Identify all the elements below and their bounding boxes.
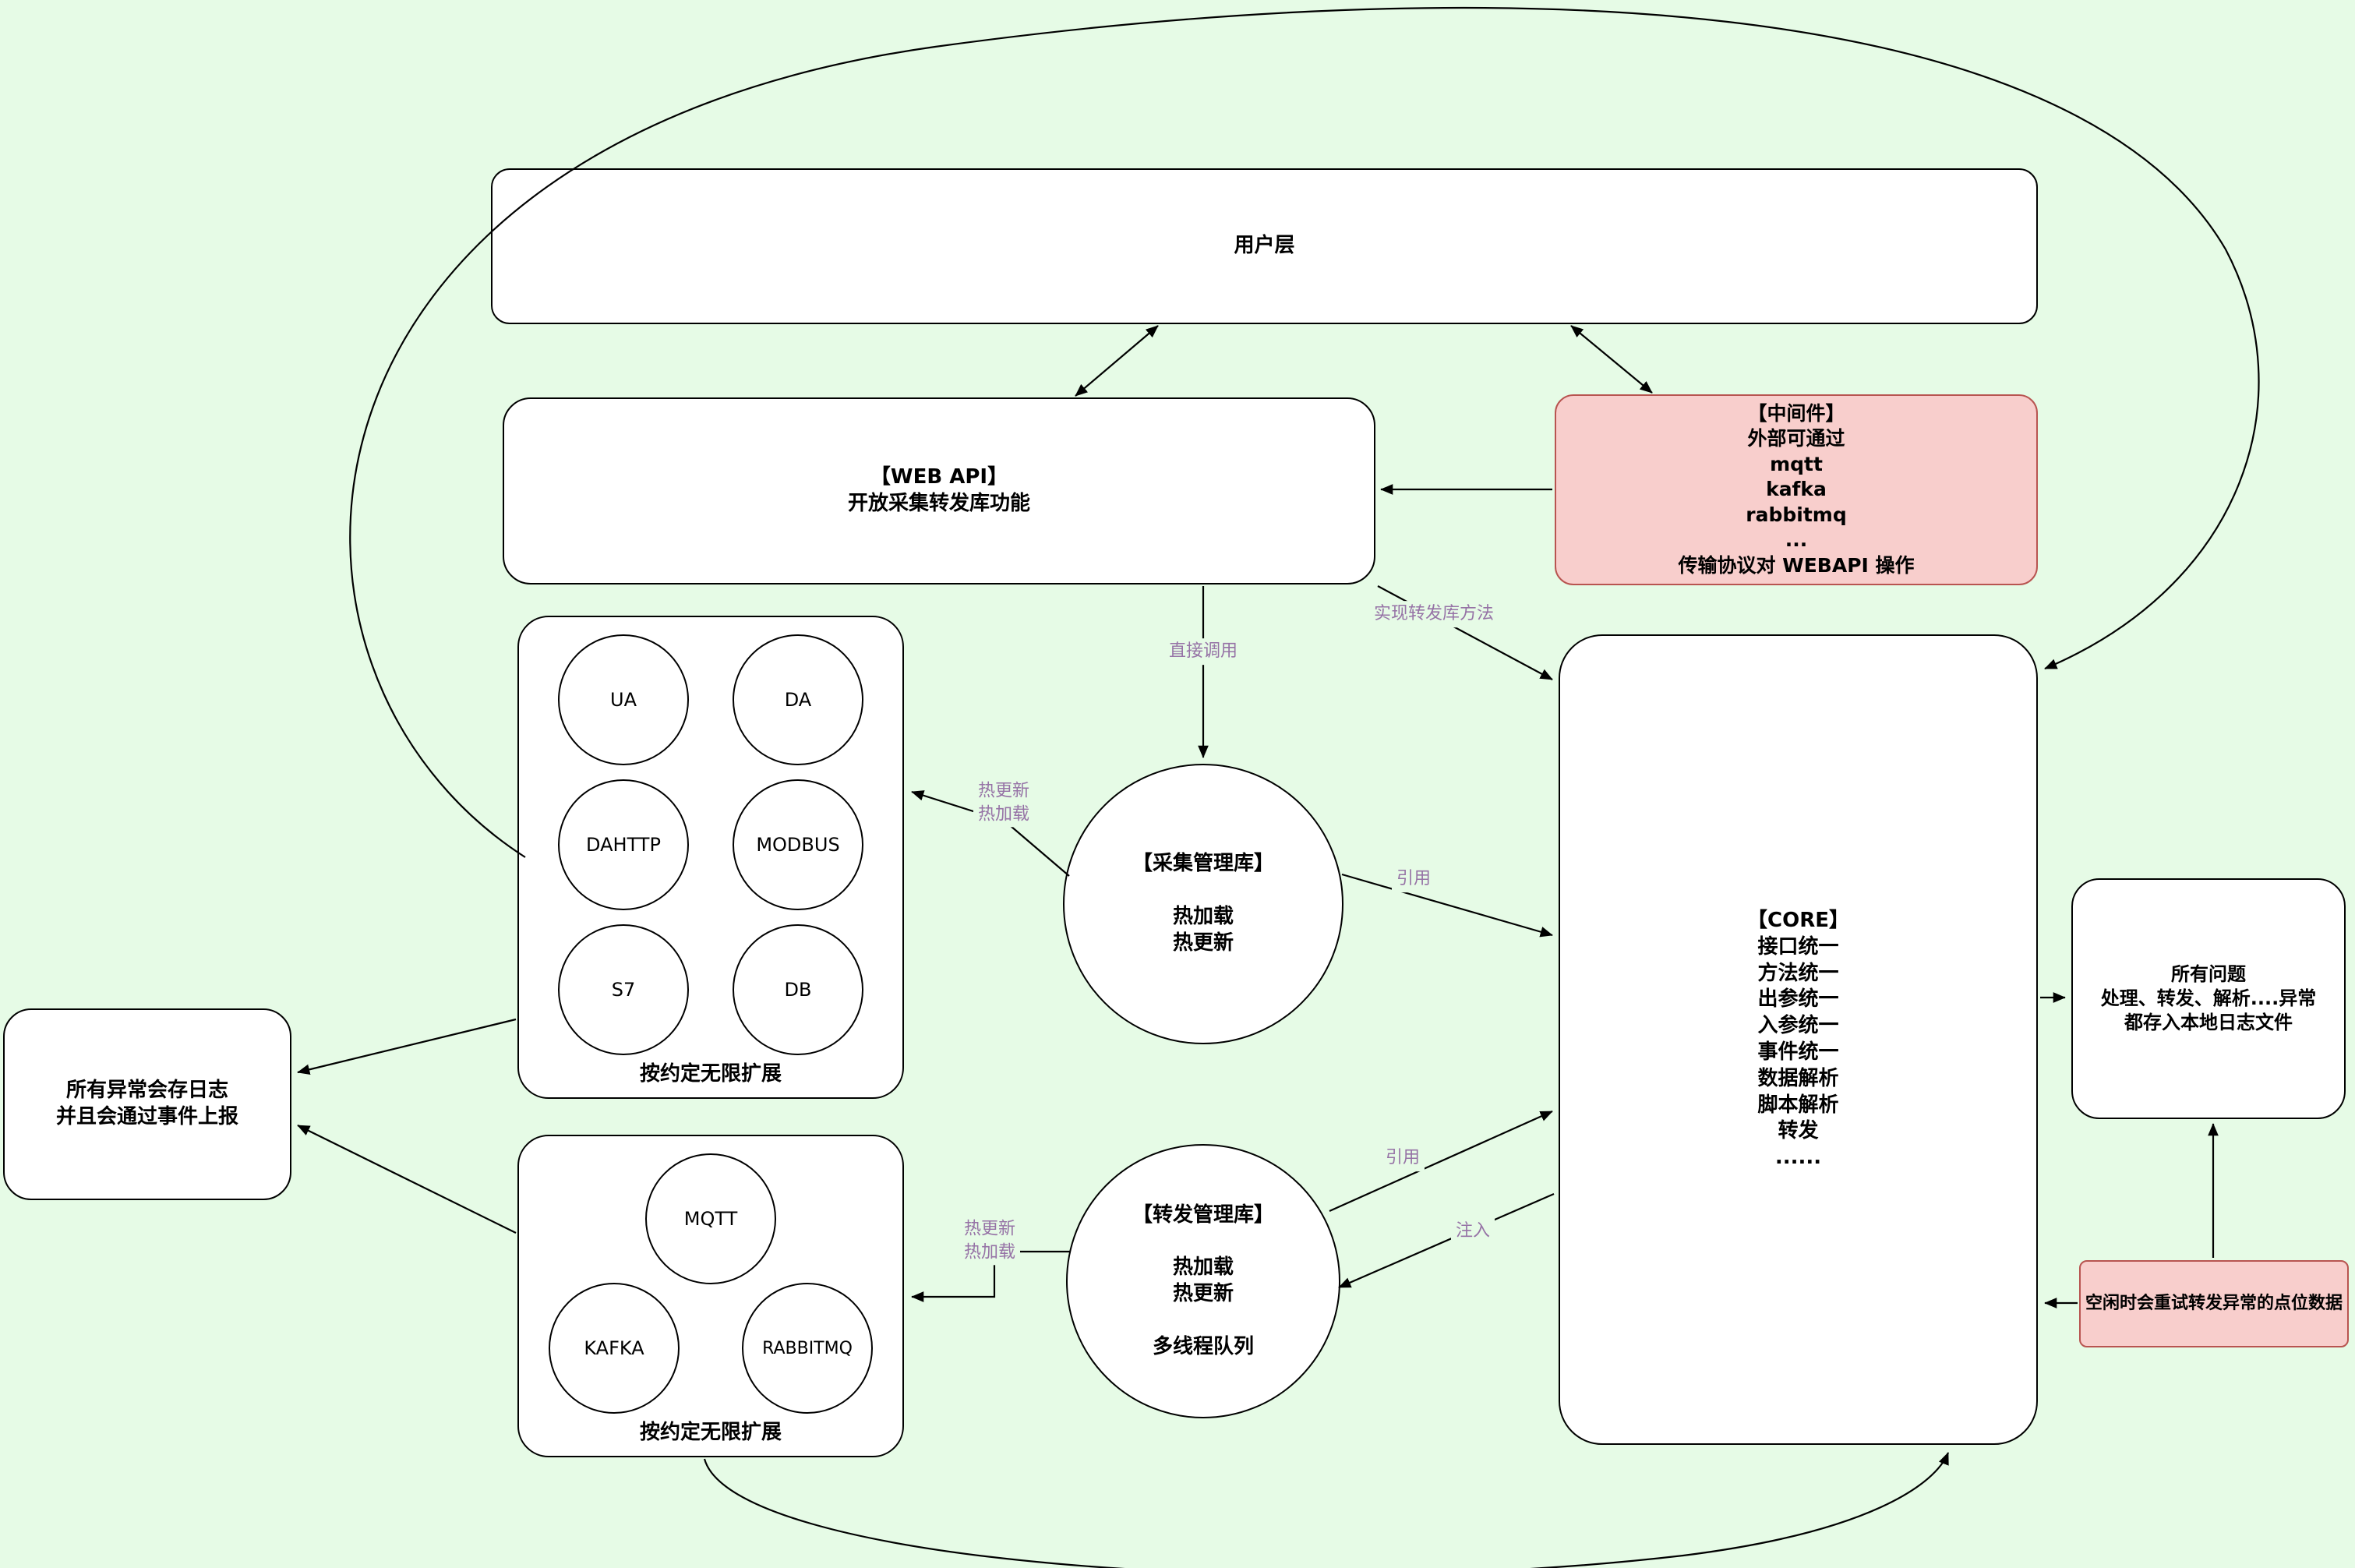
edge-webapi-core [1377, 585, 1553, 680]
node-web-api: 【WEB API】 开放采集转发库功能 [503, 397, 1375, 584]
forward-plugins-caption: 按约定无限扩展 [639, 1421, 782, 1444]
node-middleware: 【中间件】 外部可通过 mqtt kafka rabbitmq ... 传输协议… [1555, 394, 2038, 585]
plugin-circle-kafka: KAFKA [549, 1283, 680, 1414]
edge-label-ref-collect: 引用 [1391, 866, 1436, 892]
plugin-circle-ua: UA [558, 634, 689, 765]
edge-core-forwardmanager [1338, 1192, 1555, 1289]
edge-bottom-loop-to-core [703, 1452, 1950, 1568]
edge-forwardplugins-exceptionlog [297, 1125, 517, 1234]
plugin-circle-da: DA [733, 634, 863, 765]
edge-label-hot-collect: 热更新 热加载 [973, 778, 1035, 828]
plugin-circle-db: DB [733, 924, 863, 1055]
edge-forwardmanager-core [1329, 1110, 1553, 1213]
plugin-circle-s7: S7 [558, 924, 689, 1055]
node-core: 【CORE】 接口统一 方法统一 出参统一 入参统一 事件统一 数据解析 脚本解… [1559, 634, 2038, 1445]
edge-userlayer-middleware [1570, 325, 1653, 394]
plugin-circle-modbus: MODBUS [733, 779, 863, 910]
plugin-circle-rabbitmq: RABBITMQ [742, 1283, 873, 1414]
edge-label-direct-call: 直接调用 [1163, 638, 1243, 665]
node-retry: 空闲时会重试转发异常的点位数据 [2079, 1260, 2349, 1347]
collect-plugins-caption: 按约定无限扩展 [639, 1062, 782, 1086]
edge-collectmanager-core [1341, 873, 1553, 938]
node-local-log: 所有问题 处理、转发、解析....异常 都存入本地日志文件 [2071, 878, 2346, 1119]
node-collect-manager: 【采集管理库】 热加载 热更新 [1063, 764, 1343, 1044]
node-forward-manager: 【转发管理库】 热加载 热更新 多线程队列 [1066, 1144, 1340, 1418]
edge-label-hot-forward: 热更新 热加载 [959, 1216, 1021, 1266]
plugin-circle-dahttp: DAHTTP [558, 779, 689, 910]
edge-label-impl-forward: 实现转发库方法 [1368, 601, 1499, 627]
edge-collectplugins-exceptionlog [297, 1018, 517, 1075]
collect-plugins-box: UA DA DAHTTP MODBUS S7 DB 按约定无限扩展 [517, 616, 904, 1099]
edge-label-ref-forward: 引用 [1380, 1145, 1425, 1171]
node-exception-log: 所有异常会存日志 并且会通过事件上报 [3, 1008, 291, 1200]
forward-plugins-box: MQTT KAFKA RABBITMQ 按约定无限扩展 [517, 1135, 904, 1457]
plugin-circle-mqtt: MQTT [645, 1153, 776, 1284]
edge-label-inject: 注入 [1450, 1218, 1495, 1245]
edge-userlayer-webapi [1075, 325, 1159, 397]
node-user-layer: 用户层 [491, 168, 2038, 324]
